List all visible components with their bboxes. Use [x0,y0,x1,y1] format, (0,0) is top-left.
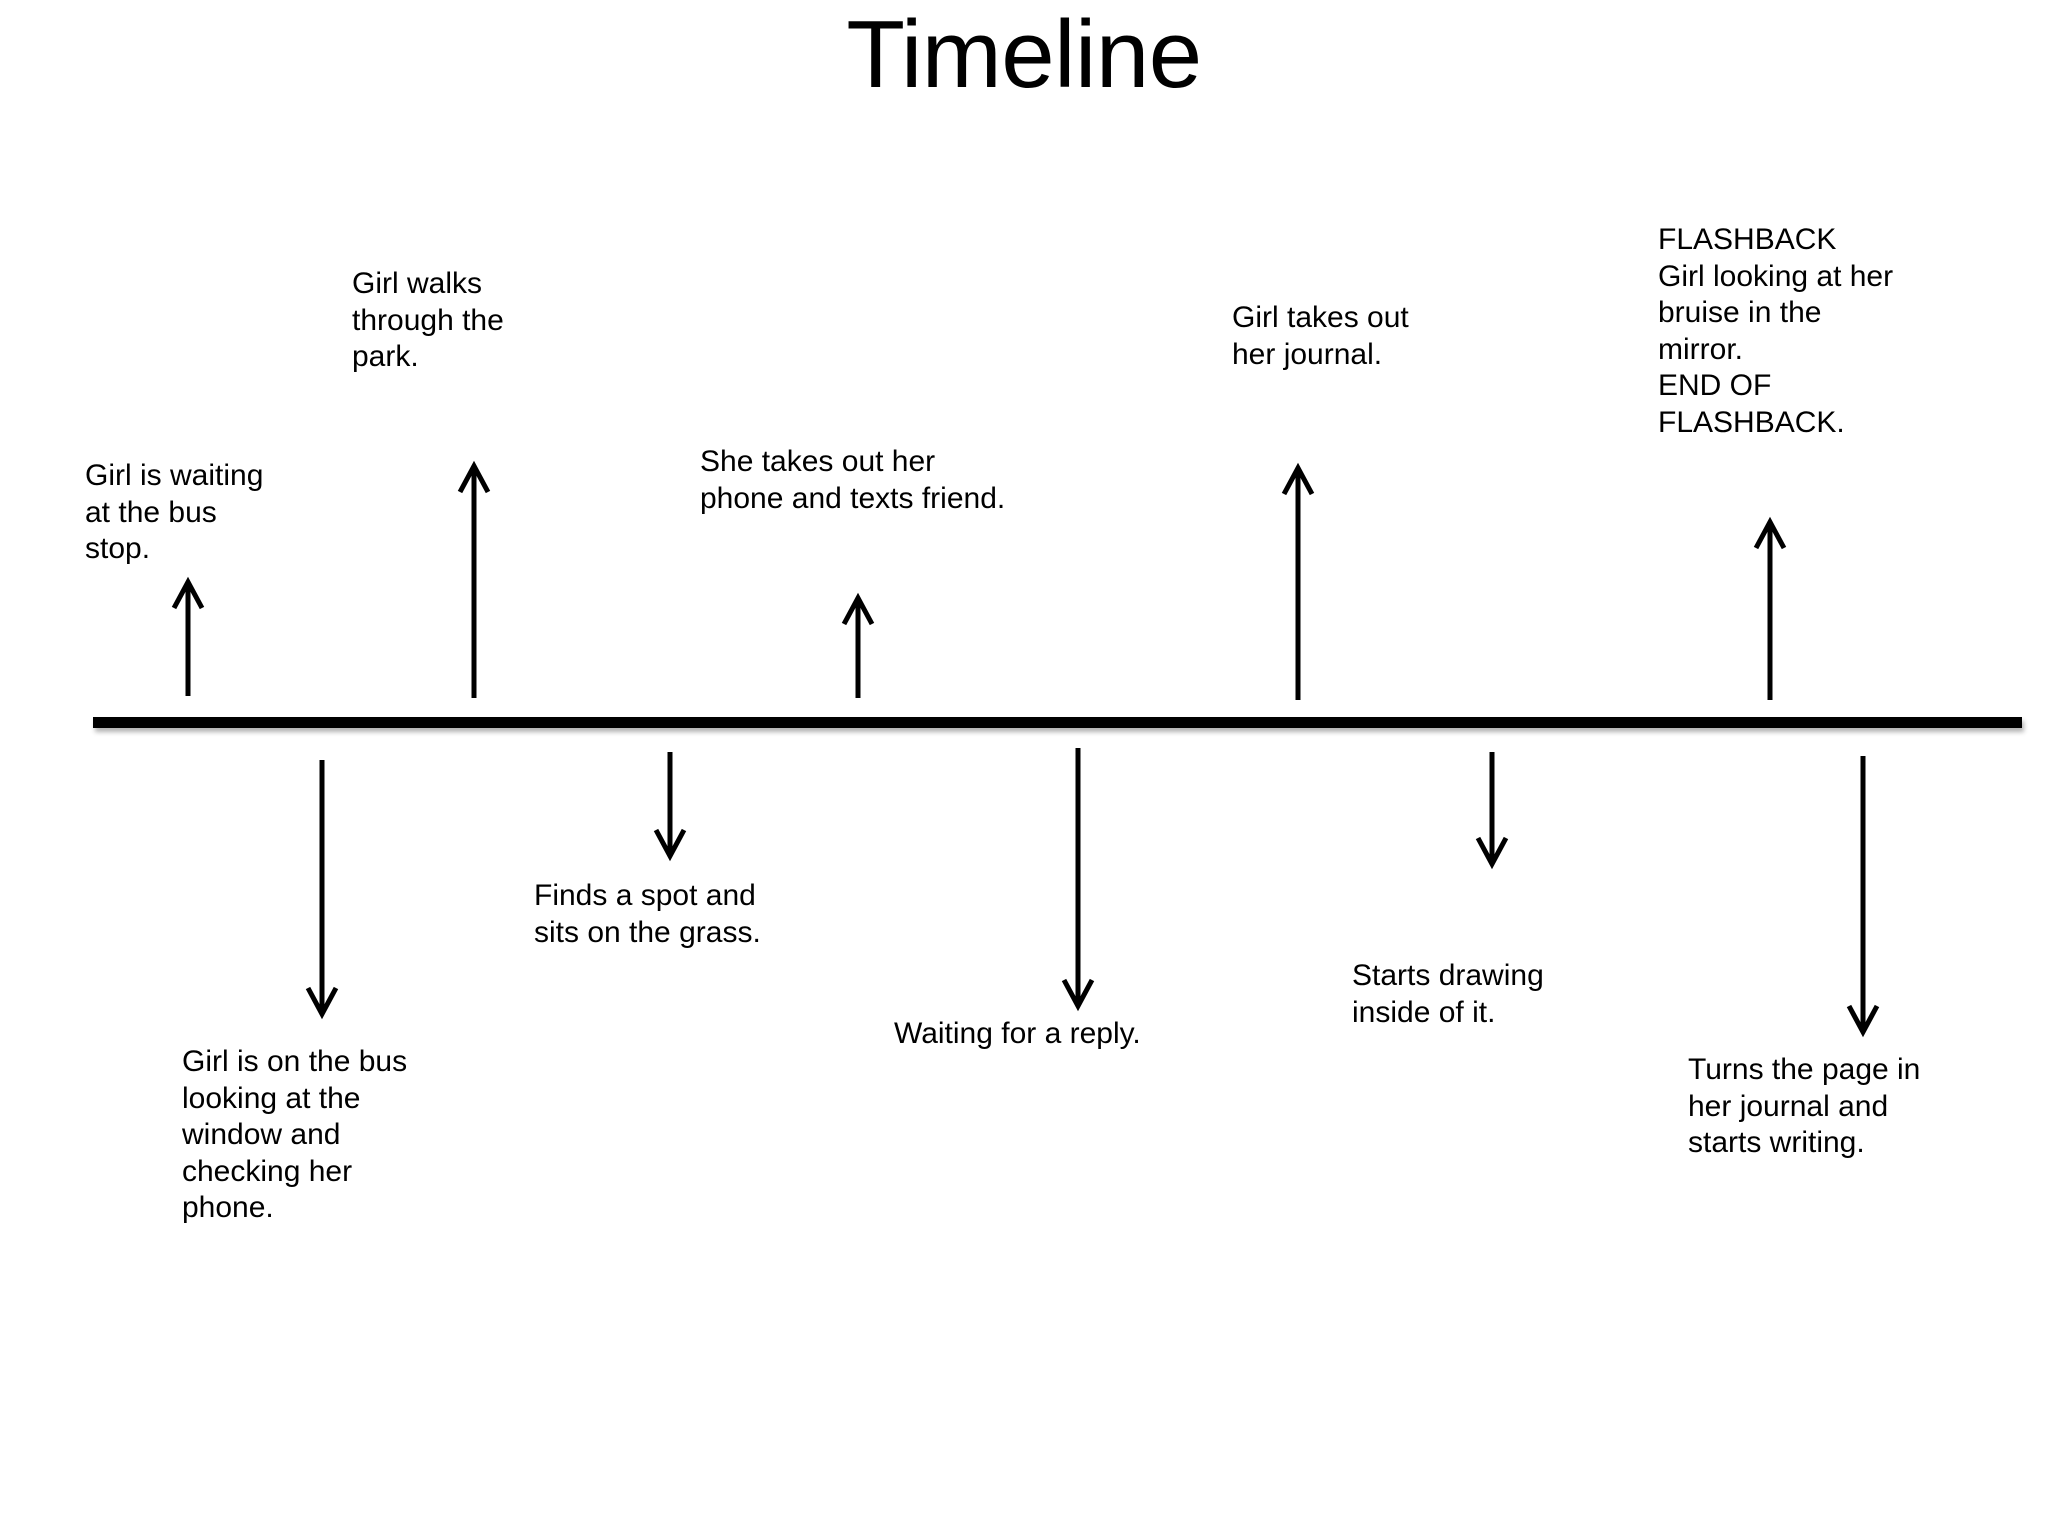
event-label-bus-stop: Girl is waiting at the bus stop. [85,459,264,566]
timeline-axis [93,717,2022,728]
up-arrow-flashback [1750,516,1790,704]
down-arrow-starts-drawing [1472,748,1512,870]
up-arrow-bus-stop [168,576,208,700]
event-label-sits-grass: Finds a spot and sits on the grass. [534,879,761,949]
event-label-turns-page: Turns the page in her journal and starts… [1688,1053,1921,1160]
event-label-texts-friend: She takes out her phone and texts friend… [700,445,1006,515]
up-arrow-texts-friend [838,592,878,702]
down-arrow-sits-grass [650,748,690,862]
event-label-starts-drawing: Starts drawing inside of it. [1352,959,1544,1029]
down-arrow-turns-page [1843,752,1883,1038]
down-arrow-on-the-bus [302,756,342,1020]
page-title: Timeline [846,1,1202,108]
event-label-walks-park: Girl walks through the park. [352,267,504,374]
up-arrow-takes-journal [1278,462,1318,704]
up-arrow-walks-park [454,460,494,702]
event-label-flashback: FLASHBACK Girl looking at her bruise in … [1658,223,1894,439]
event-label-waiting-reply: Waiting for a reply. [894,1017,1141,1050]
down-arrow-waiting-reply [1058,744,1098,1012]
event-label-on-the-bus: Girl is on the bus looking at the window… [182,1045,408,1225]
event-label-takes-journal: Girl takes out her journal. [1232,301,1409,371]
